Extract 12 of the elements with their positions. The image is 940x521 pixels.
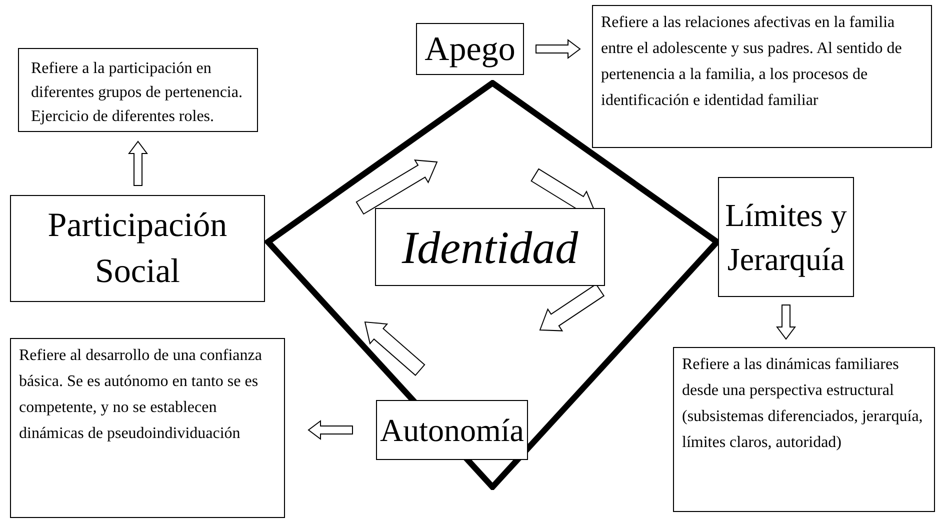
description-box: Refiere a las dinámicas familiares desde una perspectiva estructural (subsistemas diferenciados, jerarquía, límites claros, autoridad) bbox=[673, 347, 935, 512]
description-box: Refiere al desarrollo de una confianza básica. Se es autónomo en tanto se es competente, y no se establecen dinámicas de pseudoindividuación bbox=[10, 338, 285, 518]
description-box: Refiere a las relaciones afectivas en la familia entre el adolescente y sus padres. Al sentido de pertenencia a la familia, a los procesos de identificación e identidad familiar bbox=[592, 5, 932, 148]
title-box: Apego bbox=[416, 23, 524, 75]
block-arrow bbox=[776, 304, 796, 340]
block-arrow bbox=[308, 420, 353, 440]
center-box: Identidad bbox=[375, 208, 605, 286]
block-arrow bbox=[128, 140, 148, 186]
description-box: Refiere a la participación en diferentes grupos de pertenencia. Ejercicio de diferentes roles. bbox=[18, 48, 258, 132]
block-arrow bbox=[536, 39, 581, 59]
title-box: Límites y Jerarquía bbox=[718, 177, 854, 297]
title-box: Participación Social bbox=[10, 195, 265, 302]
